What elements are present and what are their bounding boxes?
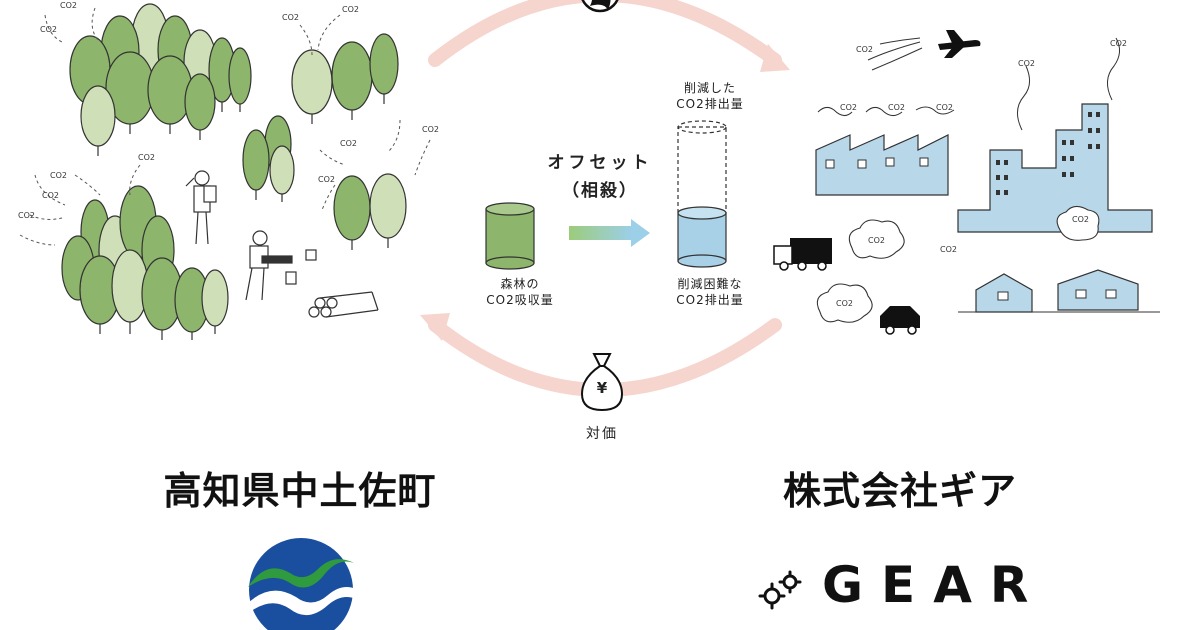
svg-text:CO2: CO2 bbox=[888, 103, 905, 112]
svg-text:CO2: CO2 bbox=[42, 191, 59, 200]
truck-icon bbox=[773, 238, 832, 271]
svg-text:CO2: CO2 bbox=[60, 1, 77, 10]
offset-label: オフセット bbox=[547, 153, 653, 173]
reduced-emission-label: 削減した CO2排出量 bbox=[676, 81, 744, 112]
svg-text:CO2: CO2 bbox=[50, 171, 67, 180]
svg-text:CO2: CO2 bbox=[282, 13, 299, 22]
svg-text:CO2: CO2 bbox=[1110, 39, 1127, 48]
svg-text:CO2: CO2 bbox=[836, 299, 853, 308]
svg-text:CO2: CO2 bbox=[940, 245, 957, 254]
town-emblem-icon bbox=[246, 538, 356, 630]
gear-icon bbox=[758, 570, 802, 610]
svg-text:CO2: CO2 bbox=[40, 25, 57, 34]
right-org-name: 株式会社ギア bbox=[782, 469, 1017, 513]
svg-text:CO2: CO2 bbox=[342, 5, 359, 14]
svg-text:CO2: CO2 bbox=[840, 103, 857, 112]
svg-text:CO2: CO2 bbox=[318, 175, 335, 184]
svg-text:CO2: CO2 bbox=[936, 103, 953, 112]
offset-diagram bbox=[485, 120, 727, 270]
svg-text:CO2: CO2 bbox=[856, 45, 873, 54]
svg-text:CO2: CO2 bbox=[868, 236, 885, 245]
airplane-icon bbox=[938, 30, 981, 58]
hard-to-reduce-label: 削減困難な CO2排出量 bbox=[676, 277, 744, 308]
svg-text:CO2: CO2 bbox=[1018, 59, 1035, 68]
yen-symbol: ¥ bbox=[596, 379, 608, 397]
gear-logo-text: GEAR bbox=[822, 556, 1047, 614]
offset-sub-label: （相殺） bbox=[562, 181, 638, 201]
car-icon bbox=[880, 306, 920, 335]
left-org-name: 高知県中土佐町 bbox=[163, 469, 437, 513]
svg-text:CO2: CO2 bbox=[138, 153, 155, 162]
svg-text:CO2: CO2 bbox=[18, 211, 35, 220]
money-bag-icon bbox=[580, 353, 624, 412]
payment-label: 対価 bbox=[586, 426, 618, 442]
svg-text:CO2: CO2 bbox=[422, 125, 439, 134]
svg-text:CO2: CO2 bbox=[1072, 215, 1089, 224]
svg-text:CO2: CO2 bbox=[340, 139, 357, 148]
forest-absorption-label: 森林の CO2吸収量 bbox=[486, 277, 554, 308]
globe-icon bbox=[581, 0, 619, 13]
